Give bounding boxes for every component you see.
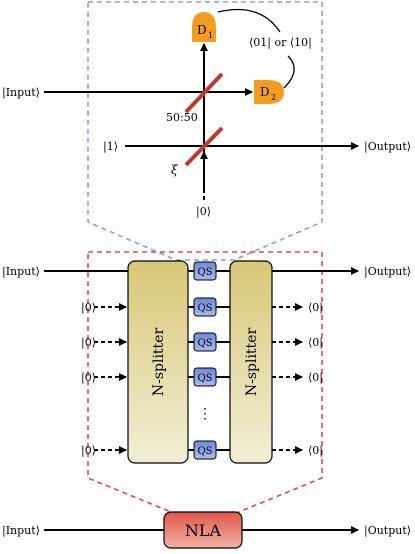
- middle-input-label: |Input⟩: [2, 265, 40, 279]
- vacuum-out-label: ⟨0|: [308, 444, 323, 458]
- qs-block: QS: [193, 332, 217, 352]
- beamsplitter-xi: [184, 126, 224, 167]
- qs-block: QS: [193, 440, 217, 460]
- nla-block: NLA: [163, 511, 243, 549]
- middle-output-label: |Output⟩: [364, 265, 411, 279]
- detector-d1-icon: D 1: [192, 12, 216, 42]
- svg-text:QS: QS: [197, 338, 212, 349]
- vacuum-in-label: |0⟩: [81, 371, 96, 385]
- nla-label: NLA: [185, 521, 222, 540]
- bs-ratio-label: 50:50: [166, 111, 198, 124]
- detector-d2-icon: D 2: [254, 80, 284, 104]
- vacuum-inputs-left: [94, 303, 127, 454]
- vacuum-in-label: |0⟩: [81, 301, 96, 315]
- svg-text:QS: QS: [197, 373, 212, 384]
- ancilla-zero-label: |0⟩: [196, 205, 211, 219]
- nla-zoom-outline: [87, 251, 323, 515]
- beamsplitter-50-50: [184, 72, 224, 114]
- coincidence-label: ⟨01| or ⟨10|: [249, 36, 312, 50]
- qs-zoom-outline: [87, 1, 323, 261]
- qs-ellipsis: ⋮: [198, 406, 212, 422]
- top-output-label: |Output⟩: [364, 140, 411, 154]
- ancilla-one-label: |1⟩: [103, 140, 118, 154]
- bottom-input-label: |Input⟩: [2, 524, 40, 538]
- svg-text:QS: QS: [197, 267, 212, 278]
- n-splitter-left: N-splitter: [127, 260, 189, 464]
- vacuum-outputs-right: [272, 303, 303, 454]
- qs-block: QS: [193, 367, 217, 387]
- vacuum-in-label: |0⟩: [81, 336, 96, 350]
- vacuum-in-label: |0⟩: [81, 444, 96, 458]
- vacuum-out-labels: ⟨0| ⟨0| ⟨0| ⟨0|: [308, 301, 323, 458]
- detector-d2-label: D: [260, 85, 270, 99]
- coincidence-arc-lower: [283, 55, 295, 89]
- vacuum-out-label: ⟨0|: [308, 371, 323, 385]
- coincidence-arc-upper: [217, 8, 281, 33]
- detector-d1-label: D: [197, 23, 207, 37]
- n-splitter-left-label: N-splitter: [151, 328, 167, 397]
- qs-block: QS: [193, 261, 217, 281]
- vacuum-in-labels: |0⟩ |0⟩ |0⟩ |0⟩: [81, 301, 96, 458]
- detector-d2-sub: 2: [271, 93, 276, 102]
- n-splitter-right: N-splitter: [229, 260, 273, 464]
- bs-xi-label: ξ: [171, 163, 179, 177]
- top-input-label: |Input⟩: [2, 86, 40, 100]
- detector-d1-sub: 1: [208, 31, 213, 40]
- vacuum-out-label: ⟨0|: [308, 301, 323, 315]
- svg-text:QS: QS: [197, 303, 212, 314]
- svg-text:QS: QS: [197, 446, 212, 457]
- qs-block: QS: [193, 297, 217, 317]
- vacuum-out-label: ⟨0|: [308, 336, 323, 350]
- n-splitter-right-label: N-splitter: [244, 328, 260, 397]
- bottom-output-label: |Output⟩: [364, 524, 411, 538]
